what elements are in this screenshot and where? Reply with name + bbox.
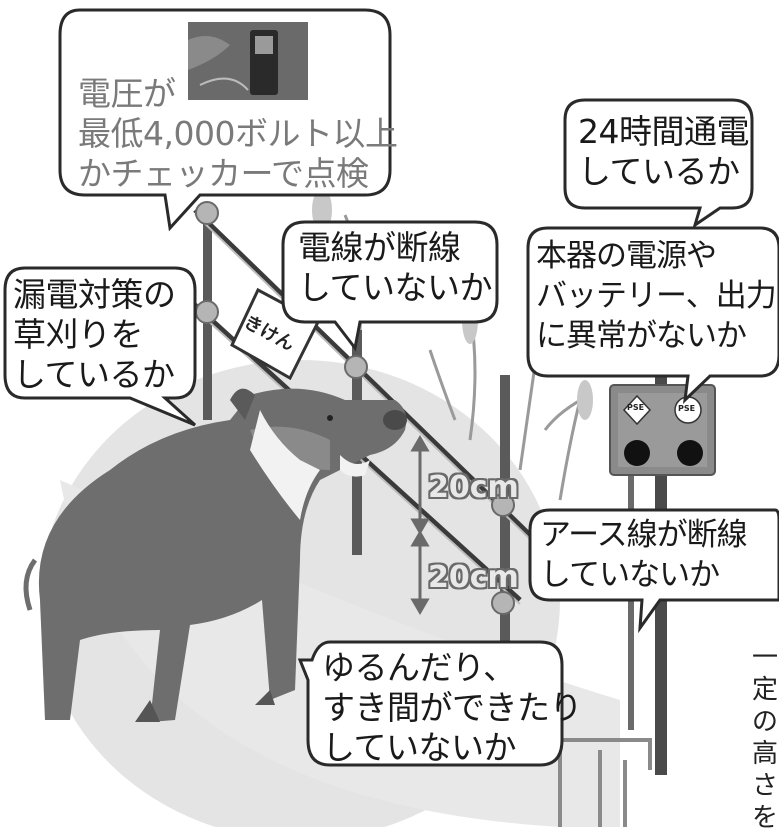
fence-post-right [500, 375, 510, 675]
spacing-label-upper: 20cm [428, 470, 519, 505]
callout-line: に異常がないか [536, 318, 747, 354]
side-char: さ [752, 771, 779, 801]
side-char: の [752, 707, 779, 737]
insulator-icon [195, 201, 515, 615]
callout-line: 本器の電源や [536, 238, 717, 274]
callout-line: ゆるんだり、 [322, 648, 516, 687]
callout-line: すき間ができたり [322, 688, 583, 727]
callout-line: 漏電対策の [13, 275, 176, 314]
callout-line: しているか [578, 152, 740, 191]
callout-bubble-wire-break [281, 220, 499, 352]
callout-line: 電線が断線 [298, 228, 461, 267]
callout-bubble-ground [528, 508, 779, 634]
spacing-arrows [410, 435, 430, 615]
callout-power-24h: 24時間通電 しているか [578, 112, 750, 192]
callout-wire-break: 電線が断線 していないか [298, 228, 493, 308]
callout-ground-wire: アース線が断線 していないか [540, 515, 748, 595]
pse-mark-left: PSE [627, 403, 645, 412]
side-char: を [752, 803, 779, 833]
callout-line: アース線が断線 [540, 517, 748, 553]
callout-weeding: 漏電対策の 草刈りを しているか [13, 275, 176, 395]
callout-line: していないか [540, 557, 720, 593]
side-char: 一 [752, 643, 779, 673]
spacing-label-lower: 20cm [428, 560, 519, 595]
callout-bubble-slack [297, 640, 564, 767]
callout-line: していないか [322, 728, 517, 767]
callout-line: 電圧が [78, 74, 176, 113]
callout-line: 最低4,000ボルト以上 [78, 114, 398, 153]
callout-voltage-check: 電圧が 最低4,000ボルト以上 かチェッカーで点検 [78, 74, 398, 194]
callout-line: バッテリー、出力 [536, 278, 777, 314]
boar-illustration-icon [23, 388, 407, 722]
callout-line: 草刈りを [13, 315, 143, 354]
callout-line: していないか [298, 268, 493, 307]
callout-energizer-status: 本器の電源や バッテリー、出力 に異常がないか [536, 236, 777, 356]
side-caption-cutoff: 一 定 の 高 さ を [752, 642, 778, 834]
side-char: 定 [752, 675, 779, 705]
callout-bubble-power [563, 98, 754, 229]
callout-line: しているか [13, 355, 175, 394]
callout-bubble-energizer [526, 226, 779, 405]
callout-bubble-weeding [3, 266, 197, 427]
callout-line: かチェッカーで点検 [78, 154, 369, 193]
pse-mark-right: PSE [678, 404, 696, 413]
callout-line: 24時間通電 [578, 112, 750, 151]
callout-slack-gap: ゆるんだり、 すき間ができたり していないか [322, 648, 583, 768]
tester-photo-icon [188, 22, 308, 100]
side-char: 高 [752, 739, 779, 769]
speech-bubbles [3, 8, 779, 767]
